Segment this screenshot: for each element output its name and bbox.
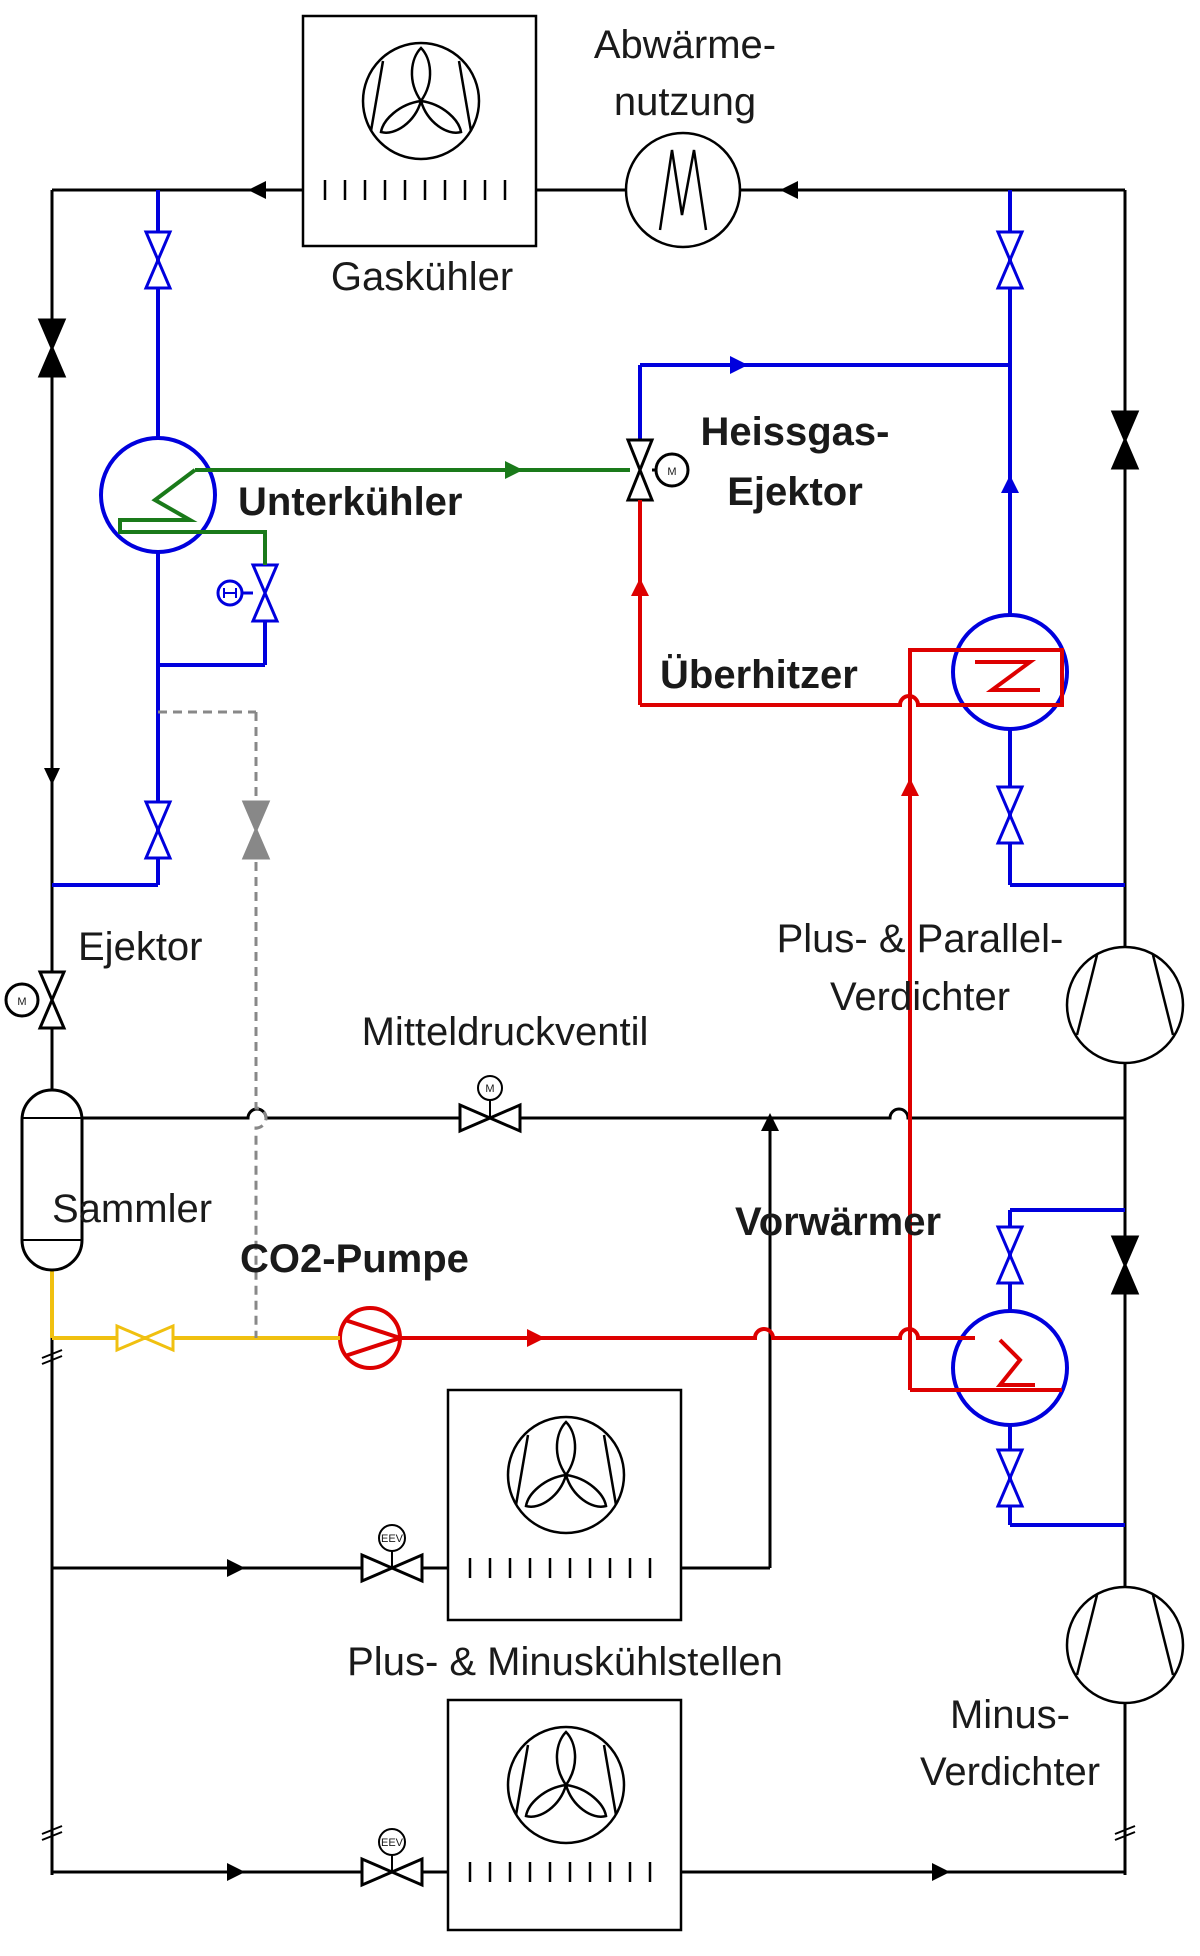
flow-arrows-blue <box>730 356 1019 493</box>
label-abwaerme: Abwärme- <box>594 23 776 67</box>
svg-text:M: M <box>17 996 26 1008</box>
blue-piping <box>52 190 1125 1527</box>
motor-valve-icon[interactable] <box>251 563 279 623</box>
label-plus-parallel-verdichter: Plus- & Parallel- <box>777 917 1064 961</box>
valve-icon[interactable] <box>996 230 1024 290</box>
ejector-icon[interactable]: M <box>4 970 67 1030</box>
label-heissgas-ejektor: Ejektor <box>727 470 863 514</box>
label-co2-pumpe: CO2-Pumpe <box>240 1237 469 1281</box>
preheater-heat-exchanger[interactable] <box>951 1309 1069 1427</box>
green-piping <box>118 468 630 565</box>
label-minus-verdichter: Minus- <box>950 1693 1070 1737</box>
receiver-tank[interactable] <box>20 1088 84 1272</box>
label-minus-verdichter: Verdichter <box>920 1750 1100 1794</box>
label-ueberhitzer: Überhitzer <box>660 652 858 697</box>
label-heissgas-ejektor: Heissgas- <box>701 410 890 454</box>
check-valve-icon[interactable] <box>242 800 270 860</box>
svg-text:M: M <box>485 1083 494 1095</box>
svg-text:EEV: EEV <box>381 1533 404 1545</box>
valve-icon[interactable] <box>144 230 172 290</box>
compressor-icon[interactable] <box>1065 945 1185 1065</box>
check-valve-icon[interactable] <box>1111 1235 1139 1295</box>
subcooler-heat-exchanger[interactable] <box>99 436 217 554</box>
heat-exchanger-icon[interactable] <box>624 131 742 249</box>
fan-icon <box>301 14 538 248</box>
eev-valve-icon[interactable]: EEV <box>360 1828 424 1888</box>
flow-arrows-red <box>527 578 919 1347</box>
label-plus-parallel-verdichter: Verdichter <box>830 975 1010 1019</box>
label-kuehlstellen: Plus- & Minuskühlstellen <box>347 1640 783 1684</box>
check-valve-icon[interactable] <box>1111 410 1139 470</box>
label-vorwaermer: Vorwärmer <box>735 1200 941 1244</box>
fan-icon <box>446 1698 683 1932</box>
cold-store-minus[interactable] <box>446 1698 683 1932</box>
line-break-marks <box>41 1349 1136 1841</box>
flow-arrows-black <box>44 181 950 1881</box>
label-abwaerme: nutzung <box>614 80 756 124</box>
eev-valve-icon[interactable]: EEV <box>360 1524 424 1584</box>
valve-icon[interactable] <box>996 1448 1024 1508</box>
gas-cooler[interactable] <box>301 14 538 248</box>
valve-icon[interactable] <box>996 1225 1024 1285</box>
motor-icon <box>216 579 253 607</box>
liquid-line-yellow <box>50 1270 340 1340</box>
valve-icon[interactable] <box>996 785 1024 845</box>
label-gaskuehler: Gaskühler <box>331 255 513 299</box>
check-valve-icon[interactable] <box>38 318 66 378</box>
valve-icon[interactable] <box>115 1324 175 1352</box>
label-unterkuehler: Unterkühler <box>238 480 463 524</box>
hot-gas-ejector-icon[interactable]: M <box>625 438 690 502</box>
label-mitteldruckventil: Mitteldruckventil <box>362 1010 649 1054</box>
superheater-heat-exchanger[interactable] <box>951 613 1069 731</box>
gas-cooler-coil <box>323 180 507 200</box>
gray-bypass-line <box>158 710 268 1338</box>
cold-store-plus[interactable] <box>446 1388 683 1622</box>
cold-store-coils <box>468 1558 652 1882</box>
label-sammler: Sammler <box>52 1187 212 1231</box>
label-ejektor: Ejektor <box>78 925 203 969</box>
medium-pressure-valve[interactable]: M <box>458 1075 522 1134</box>
svg-text:EEV: EEV <box>381 1837 404 1849</box>
compressor-icon[interactable] <box>1065 1585 1185 1705</box>
pump-icon[interactable] <box>338 1306 407 1370</box>
fan-icon <box>446 1388 683 1622</box>
flow-arrow-green <box>505 461 523 479</box>
svg-text:M: M <box>667 466 676 478</box>
red-piping <box>400 500 1064 1392</box>
valve-icon[interactable] <box>144 800 172 860</box>
